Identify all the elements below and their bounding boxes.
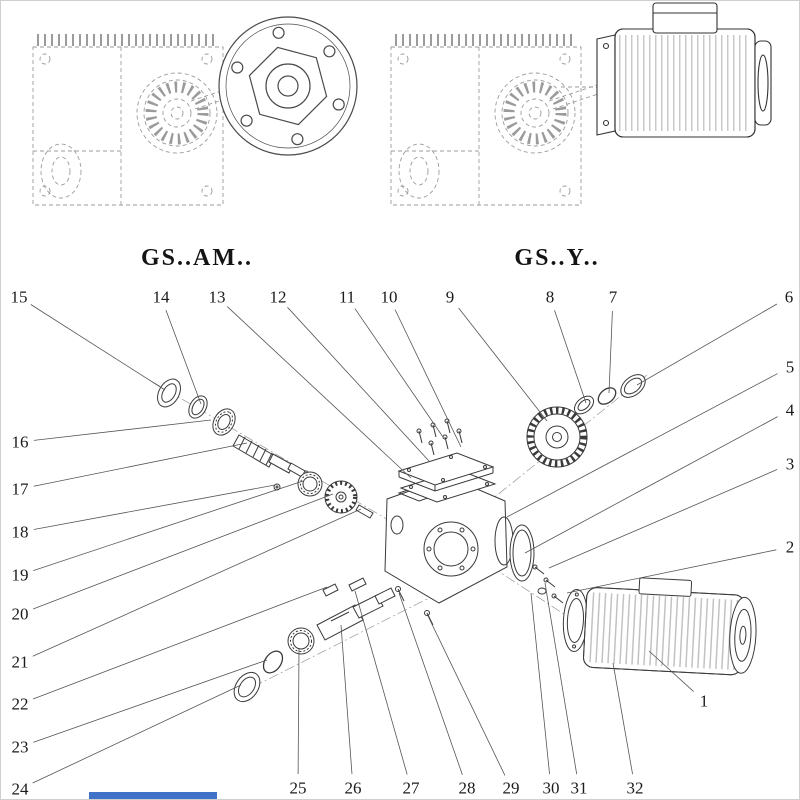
- callout-number-7: 7: [609, 288, 618, 307]
- callout-leader-27: [354, 590, 408, 775]
- callout-leader-30: [530, 592, 550, 775]
- callout-number-20: 20: [12, 605, 29, 624]
- callout-leader-3: [548, 469, 778, 569]
- part-cover-bolts: [416, 418, 463, 456]
- callout-leader-7: [608, 310, 613, 394]
- exploded-parts: [157, 374, 757, 703]
- callout-number-13: 13: [209, 288, 226, 307]
- callout-leader-5: [506, 373, 778, 518]
- part-helical-gear: [526, 406, 588, 468]
- callout-number-23: 23: [12, 738, 29, 757]
- callout-leader-17: [33, 442, 248, 487]
- output-flange: [218, 16, 358, 156]
- callout-leader-6: [636, 303, 778, 386]
- part-pin: [273, 483, 281, 491]
- callout-leader-4: [524, 416, 778, 554]
- callout-number-21: 21: [12, 653, 29, 672]
- part-flange-gasket: [509, 524, 535, 582]
- callout-leader-10: [394, 309, 462, 448]
- callout-number-28: 28: [459, 779, 476, 798]
- part-input-seal: [157, 378, 181, 408]
- callout-leader-13: [226, 306, 412, 479]
- callout-number-10: 10: [381, 288, 398, 307]
- callout-leader-29: [427, 615, 506, 776]
- callout-number-22: 22: [12, 695, 29, 714]
- callout-number-31: 31: [571, 779, 588, 798]
- callout-number-26: 26: [345, 779, 362, 798]
- callout-number-16: 16: [12, 433, 29, 452]
- callout-number-25: 25: [290, 779, 307, 798]
- part-dowel-pin: [322, 583, 339, 597]
- callout-leader-15: [30, 304, 166, 391]
- part-output-key: [348, 577, 367, 592]
- callout-number-18: 18: [12, 523, 29, 542]
- part-worm-shaft: [232, 434, 309, 478]
- part-motor: [562, 577, 757, 676]
- label-gs-y: GS..Y..: [514, 245, 599, 271]
- part-output-bearing: [287, 627, 315, 655]
- label-gs-am: GS..AM..: [141, 245, 253, 271]
- bottom-accent-bar: [89, 792, 217, 799]
- callout-leader-19: [33, 480, 304, 571]
- callout-number-1: 1: [700, 692, 709, 711]
- callout-number-24: 24: [12, 780, 30, 799]
- part-housing: [384, 474, 514, 604]
- callout-leader-16: [33, 419, 212, 441]
- callout-leader-28: [398, 592, 463, 775]
- part-key-small: [355, 504, 374, 519]
- callout-number-17: 17: [12, 480, 30, 499]
- callout-leader-2: [566, 549, 777, 594]
- motor-assembled: [596, 2, 772, 138]
- callout-number-15: 15: [11, 288, 28, 307]
- callout-number-29: 29: [503, 779, 520, 798]
- callout-leader-31: [544, 582, 578, 775]
- callout-number-4: 4: [786, 401, 795, 420]
- callout-number-9: 9: [446, 288, 455, 307]
- part-gear-ring: [620, 374, 646, 398]
- callout-number-6: 6: [785, 288, 794, 307]
- part-input-bearing: [212, 408, 236, 436]
- callout-leader-8: [554, 310, 587, 404]
- callout-number-11: 11: [339, 288, 355, 307]
- callout-number-2: 2: [786, 538, 795, 557]
- part-output-circlip: [262, 650, 284, 674]
- callout-leader-21: [32, 508, 362, 657]
- part-gear-washer: [573, 395, 595, 415]
- callout-number-12: 12: [270, 288, 287, 307]
- callout-leader-25: [297, 648, 300, 775]
- callout-leader-22: [32, 586, 328, 700]
- callout-number-27: 27: [403, 779, 421, 798]
- assembled-view-gs-y: [391, 40, 619, 205]
- callout-number-32: 32: [627, 779, 644, 798]
- callout-leader-12: [287, 307, 430, 462]
- part-worm-bearing: [297, 471, 323, 497]
- part-flange-bolts: [532, 564, 564, 604]
- callout-leader-14: [165, 309, 202, 405]
- part-cover-plate: [397, 452, 495, 492]
- part-housing-bolt-b: [424, 610, 434, 626]
- callout-number-3: 3: [786, 455, 795, 474]
- callout-number-30: 30: [543, 779, 560, 798]
- callout-leader-26: [340, 624, 353, 775]
- callout-number-5: 5: [786, 358, 795, 377]
- part-output-seal: [233, 671, 261, 703]
- callout-leader-9: [458, 307, 548, 422]
- callout-number-19: 19: [12, 566, 29, 585]
- callout-number-8: 8: [546, 288, 555, 307]
- callout-leader-32: [612, 662, 633, 775]
- part-housing-bolt-a: [395, 586, 405, 602]
- callout-leader-1: [648, 650, 694, 692]
- callout-leader-11: [354, 308, 444, 438]
- callout-leader-18: [33, 484, 276, 530]
- callout-leader-20: [32, 493, 334, 610]
- callout-number-14: 14: [153, 288, 171, 307]
- callout-leader-23: [33, 659, 268, 743]
- part-gear-circlip: [597, 387, 617, 405]
- callout-leader-24: [32, 684, 242, 784]
- part-worm-gear: [324, 480, 358, 514]
